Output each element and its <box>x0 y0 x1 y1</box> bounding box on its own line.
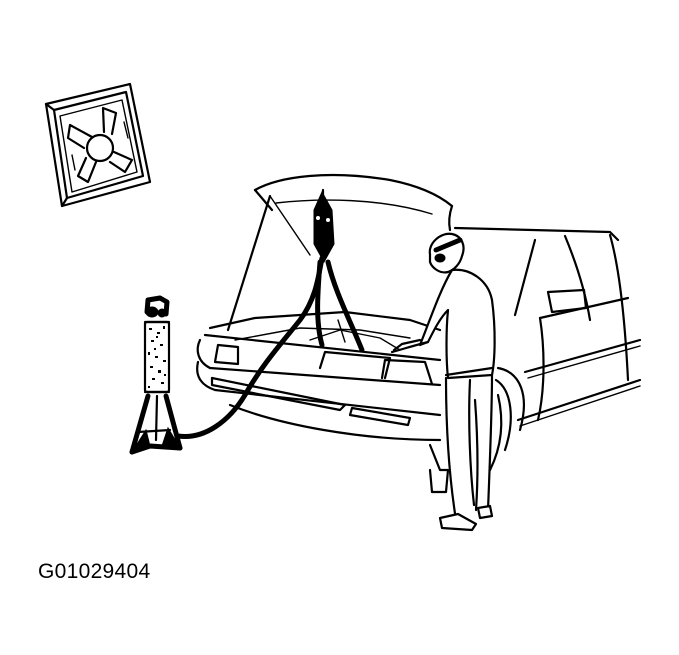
exhaust-hose-icon <box>175 188 365 439</box>
figure-code-label: G01029404 <box>38 560 151 583</box>
ventilation-fan-icon <box>44 82 152 208</box>
jack-stand-icon <box>129 295 183 455</box>
technician-icon <box>390 232 496 532</box>
vehicle-icon <box>196 173 642 494</box>
